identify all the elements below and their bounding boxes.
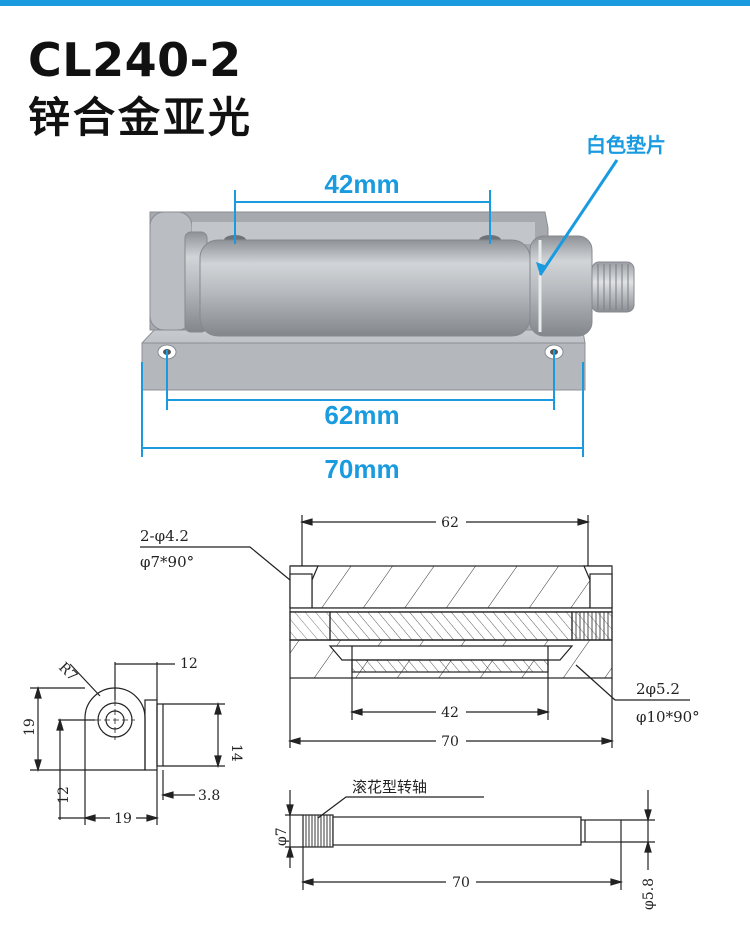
- front-section-view: [140, 515, 690, 748]
- pin-spec-1: 2φ5.2: [636, 680, 680, 698]
- dim-62mm: 62mm: [324, 400, 399, 430]
- side-view-labels: R7 12 19 14 12 3.8 19: [22, 656, 244, 827]
- front-view-labels: 2-φ4.2 φ7*90° 62 42 70 2φ5.2 φ10*90°: [140, 513, 700, 750]
- photo-dimensions: 白色垫片 42mm 62mm 70mm: [141, 133, 666, 484]
- side-view: [30, 662, 225, 825]
- callout-leader: [538, 159, 619, 276]
- front-dim-42: 42: [441, 705, 459, 721]
- callout-arrowhead: [536, 262, 547, 275]
- knurled-shaft-label: 滚花型转轴: [352, 778, 427, 796]
- shaft-dim-end-diameter: φ5.8: [641, 878, 657, 910]
- pin-spec-2: φ10*90°: [636, 708, 700, 726]
- hole-spec-2: φ7*90°: [140, 553, 194, 571]
- top-accent-bar: [0, 0, 750, 6]
- radius-r7: R7: [55, 660, 80, 685]
- side-dim-19-bottom: 19: [114, 811, 132, 827]
- material-title: 锌合金亚光: [28, 93, 254, 142]
- dim-70mm: 70mm: [324, 454, 399, 484]
- side-dim-14: 14: [228, 744, 244, 762]
- hinge-render: [141, 211, 635, 391]
- shaft-dim-length: 70: [452, 875, 470, 891]
- model-title: CL240-2: [28, 33, 242, 87]
- side-dim-19-vertical: 19: [22, 718, 38, 736]
- side-dim-12-vertical: 12: [56, 786, 72, 804]
- front-dim-70: 70: [441, 734, 459, 750]
- shaft-view: [285, 790, 655, 890]
- front-dim-62: 62: [441, 515, 459, 531]
- dim-42mm: 42mm: [324, 169, 399, 199]
- side-dim-3-8: 3.8: [198, 788, 220, 804]
- shaft-dim-diameter: φ7: [274, 827, 290, 846]
- side-dim-12-top: 12: [180, 656, 198, 672]
- shaft-view-labels: 滚花型转轴 φ7 70 φ5.8: [274, 778, 657, 910]
- white-washer-callout: 白色垫片: [586, 133, 666, 157]
- hole-spec-1: 2-φ4.2: [140, 527, 189, 545]
